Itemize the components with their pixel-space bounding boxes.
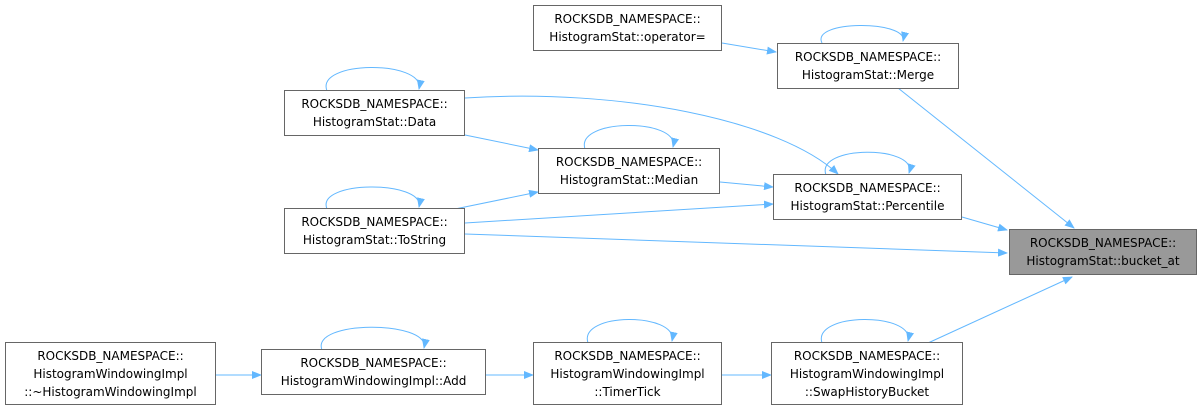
node-median-line2: HistogramStat::Median: [559, 173, 699, 187]
node-bucket-at-line1: ROCKSDB_NAMESPACE::: [1029, 236, 1177, 250]
node-merge-line2: HistogramStat::Merge: [801, 68, 935, 82]
node-swap-history-bucket[interactable]: ROCKSDB_NAMESPACE:: HistogramWindowingIm…: [771, 342, 963, 405]
node-tostring[interactable]: ROCKSDB_NAMESPACE:: HistogramStat::ToStr…: [284, 208, 465, 254]
node-data-line1: ROCKSDB_NAMESPACE::: [301, 97, 448, 111]
edge-percentile-to-bucket-at: [961, 216, 1008, 232]
node-timertick-line2: HistogramWindowingImpl: [550, 366, 705, 381]
node-data-line2: HistogramStat::Data: [312, 115, 437, 129]
self-loop-tostring: [325, 186, 425, 210]
node-swap-line2: HistogramWindowingImpl: [789, 366, 945, 381]
edge-tostring-to-median: [454, 189, 539, 210]
node-timertick-line1: ROCKSDB_NAMESPACE::: [554, 348, 701, 363]
node-timer-tick[interactable]: ROCKSDB_NAMESPACE:: HistogramWindowingIm…: [533, 342, 722, 405]
edge-merge-to-bucket-at: [897, 87, 1075, 229]
node-dtor-line3: ::~HistogramWindowingImpl: [24, 384, 197, 399]
node-dtor-line1: ROCKSDB_NAMESPACE::: [37, 348, 184, 363]
self-loop-add: [320, 326, 430, 351]
node-add-line1: ROCKSDB_NAMESPACE::: [300, 356, 447, 370]
node-dtor-line2: HistogramWindowingImpl: [33, 366, 188, 381]
edge-tostring-to-percentile: [464, 200, 774, 224]
node-swap-line3: ::SwapHistoryBucket: [804, 384, 930, 399]
node-operator-eq-line2: HistogramStat::operator=: [549, 30, 706, 44]
node-swap-line1: ROCKSDB_NAMESPACE::: [793, 348, 941, 363]
edge-data-to-percentile: [464, 95, 839, 175]
node-percentile[interactable]: ROCKSDB_NAMESPACE:: HistogramStat::Perce…: [773, 174, 962, 220]
node-percentile-line1: ROCKSDB_NAMESPACE::: [794, 181, 941, 195]
node-data[interactable]: ROCKSDB_NAMESPACE:: HistogramStat::Data: [284, 90, 465, 136]
self-loop-median: [584, 125, 679, 150]
self-loop-timertick: [587, 319, 678, 344]
node-percentile-line2: HistogramStat::Percentile: [790, 199, 945, 213]
self-loop-data: [325, 67, 425, 92]
node-timertick-line3: ::TimerTick: [594, 384, 661, 399]
node-tostring-line2: HistogramStat::ToString: [302, 233, 447, 247]
node-merge[interactable]: ROCKSDB_NAMESPACE:: HistogramStat::Merge: [777, 43, 959, 89]
node-tostring-line1: ROCKSDB_NAMESPACE::: [301, 215, 448, 229]
node-add-line2: HistogramWindowingImpl::Add: [280, 374, 467, 388]
edge-swap-to-bucket-at: [927, 276, 1073, 344]
self-loop-merge: [820, 25, 909, 44]
self-loop-swap: [821, 319, 914, 344]
node-operator-eq[interactable]: ROCKSDB_NAMESPACE:: HistogramStat::opera…: [533, 5, 722, 51]
edge-median-to-percentile: [719, 181, 774, 191]
node-destructor[interactable]: ROCKSDB_NAMESPACE:: HistogramWindowingIm…: [5, 342, 216, 405]
edge-data-to-median: [464, 134, 539, 153]
node-bucket-at-line2: HistogramStat::bucket_at: [1026, 254, 1180, 268]
node-operator-eq-line1: ROCKSDB_NAMESPACE::: [554, 12, 701, 26]
node-add[interactable]: ROCKSDB_NAMESPACE:: HistogramWindowingIm…: [261, 349, 486, 395]
edge-tostring-to-bucket-at: [464, 233, 1008, 257]
node-merge-line1: ROCKSDB_NAMESPACE::: [794, 50, 942, 64]
node-median[interactable]: ROCKSDB_NAMESPACE:: HistogramStat::Media…: [538, 148, 720, 194]
edge-operator-eq-to-merge: [721, 42, 777, 55]
self-loop-percentile: [824, 151, 916, 176]
node-median-line1: ROCKSDB_NAMESPACE::: [555, 155, 703, 169]
node-bucket-at: ROCKSDB_NAMESPACE:: HistogramStat::bucke…: [1009, 229, 1197, 275]
